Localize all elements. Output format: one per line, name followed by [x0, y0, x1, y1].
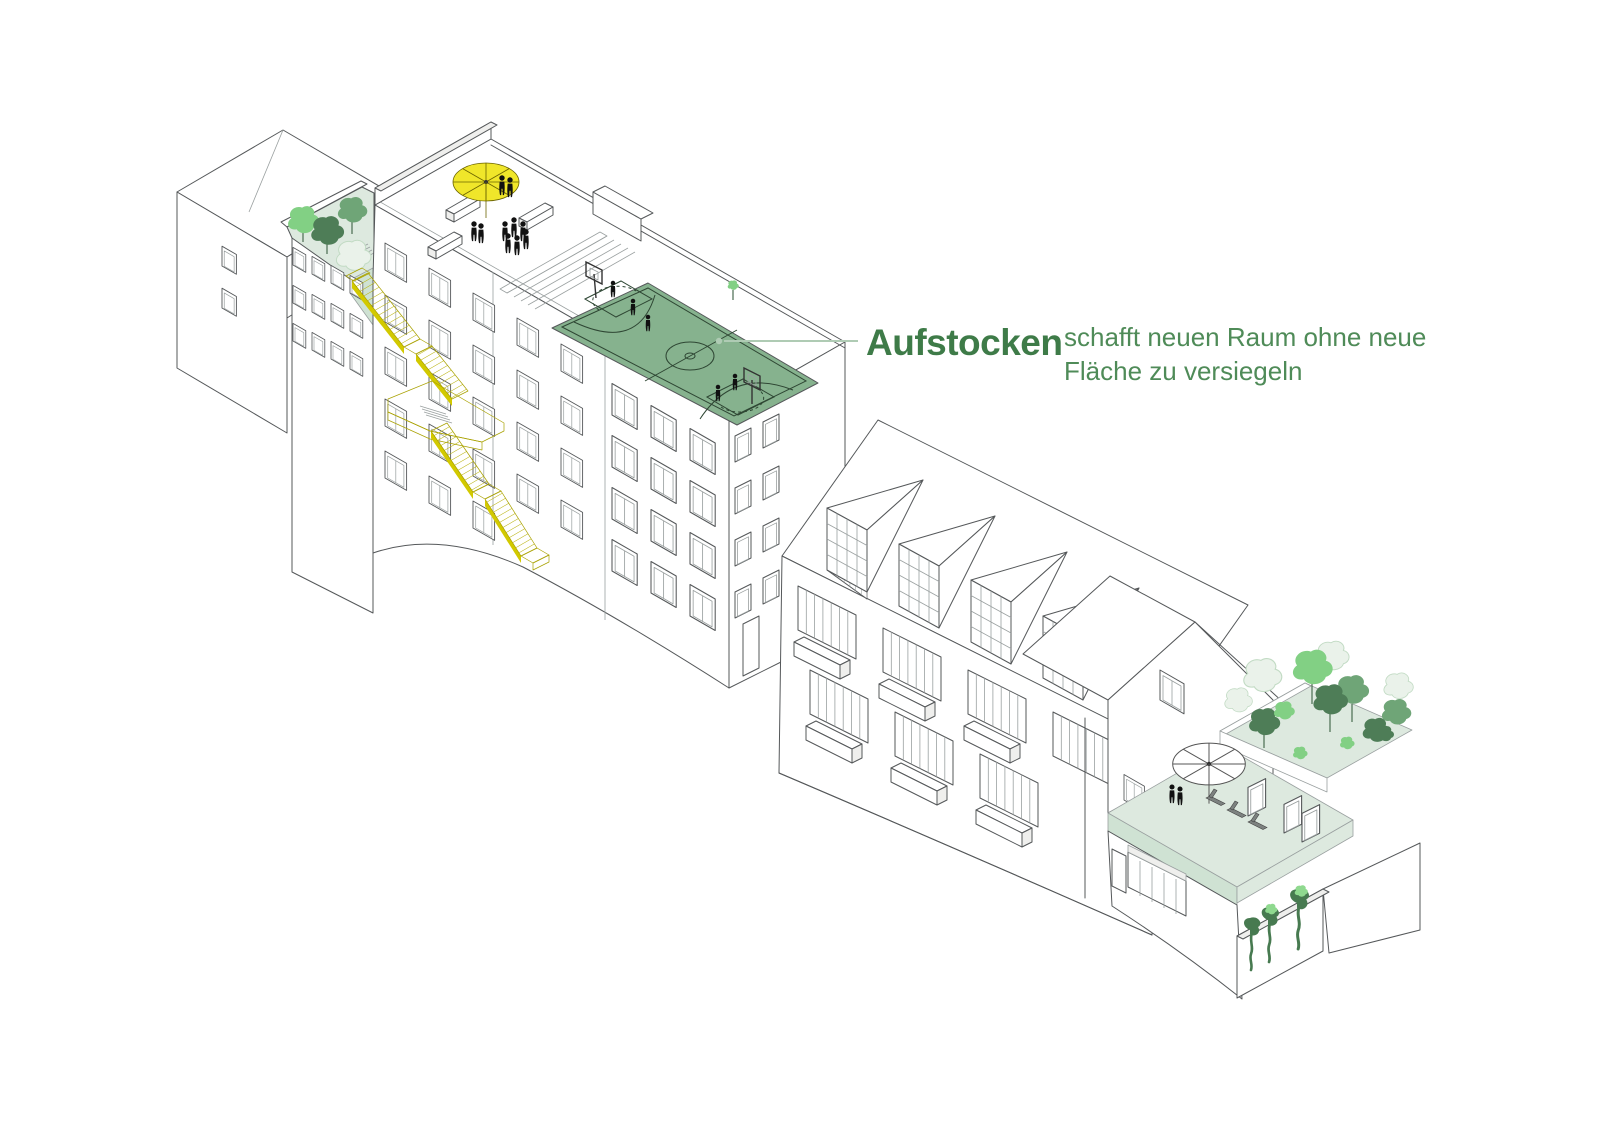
court-key: [705, 378, 776, 416]
tree-icon: [1381, 698, 1412, 725]
external-yellow-staircase: [345, 267, 550, 571]
roof-garden-trees: [1224, 640, 1414, 760]
sawtooth-skylight-icon: [970, 551, 1068, 665]
tree-icon: [1383, 672, 1414, 699]
side-face-windows: [734, 413, 780, 677]
platform-stair-hatch: [419, 405, 453, 424]
main-building: [372, 121, 846, 689]
sawtooth-skylight-icon: [898, 515, 996, 629]
gable-house: [1022, 575, 1421, 1000]
basketball-hoop-icon: [743, 366, 761, 404]
green-roof-building: [280, 180, 375, 614]
vine-planter-wall: [1236, 885, 1330, 999]
tree-icon: [1243, 657, 1283, 693]
sawtooth-skylight-icon: [826, 479, 924, 600]
side-door: [742, 615, 760, 677]
roof-garden: [1219, 640, 1414, 793]
leader-line: [715, 337, 858, 345]
parapet-plant-icon: [727, 280, 739, 300]
basketball-hoop-icon: [585, 260, 603, 299]
rooftop-basketball-court: [551, 260, 819, 426]
lower-balcony: [1111, 844, 1187, 917]
lower-door: [1111, 848, 1127, 894]
green-roof-trees: [288, 196, 372, 271]
bleachers: [499, 231, 636, 310]
court-key: [583, 280, 654, 318]
right-volume: [1322, 842, 1421, 954]
center-circle: [665, 341, 715, 371]
roof-terrace: [1107, 742, 1354, 906]
